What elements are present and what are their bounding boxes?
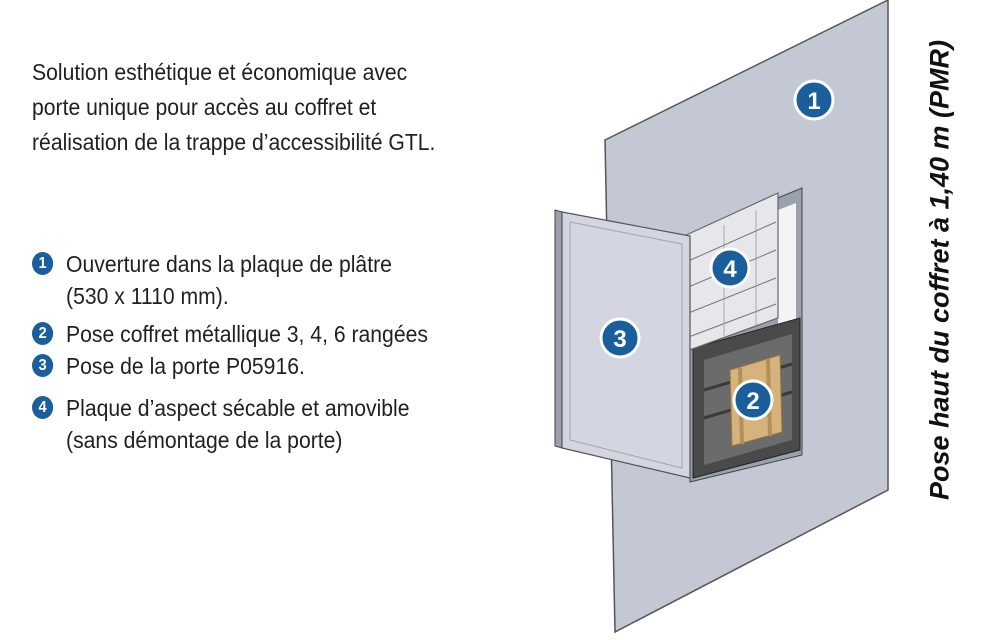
number-badge-icon: 4 xyxy=(32,396,54,419)
legend: 1 Ouverture dans la plaque de plâtre (53… xyxy=(32,248,552,456)
svg-text:2: 2 xyxy=(746,388,759,415)
intro-line: porte unique pour accès au coffret et xyxy=(32,94,377,120)
legend-text: Pose coffret métallique 3, 4, 6 rangées xyxy=(66,321,428,347)
svg-text:3: 3 xyxy=(613,326,626,353)
legend-text: Pose de la porte P05916. xyxy=(66,353,305,379)
vertical-title-text: Pose haut du coffret à 1,40 m (PMR) xyxy=(924,39,955,501)
opening-inner xyxy=(778,203,796,326)
callout-2: 2 xyxy=(732,379,774,421)
installation-illustration: 1 2 3 4 xyxy=(554,0,889,634)
legend-text: Ouverture dans la plaque de plâtre xyxy=(66,251,392,277)
intro-line: réalisation de la trappe d’accessibilité… xyxy=(32,129,436,155)
svg-text:1: 1 xyxy=(807,88,820,115)
legend-item-4: 4 Plaque d’aspect sécable et amovible (s… xyxy=(32,392,510,456)
callout-4: 4 xyxy=(709,247,751,289)
intro-text: Solution esthétique et économique avec p… xyxy=(32,55,510,160)
door-edge xyxy=(554,209,563,449)
legend-item-3: 3 Pose de la porte P05916. xyxy=(32,350,510,382)
number-badge-icon: 3 xyxy=(32,354,54,377)
vertical-title: Pose haut du coffret à 1,40 m (PMR) xyxy=(900,10,980,530)
intro-line: Solution esthétique et économique avec xyxy=(32,59,408,85)
legend-text: (sans démontage de la porte) xyxy=(66,427,343,453)
legend-item-2: 2 Pose coffret métallique 3, 4, 6 rangée… xyxy=(32,318,510,350)
legend-text: Plaque d’aspect sécable et amovible xyxy=(66,395,410,421)
callout-3: 3 xyxy=(599,317,641,359)
legend-text: (530 x 1110 mm). xyxy=(66,283,229,309)
callout-1: 1 xyxy=(793,79,835,121)
legend-item-1: 1 Ouverture dans la plaque de plâtre (53… xyxy=(32,248,510,312)
svg-text:4: 4 xyxy=(723,256,737,283)
number-badge-icon: 1 xyxy=(32,252,54,275)
door-inner-border xyxy=(569,221,683,469)
number-badge-icon: 2 xyxy=(32,322,54,345)
